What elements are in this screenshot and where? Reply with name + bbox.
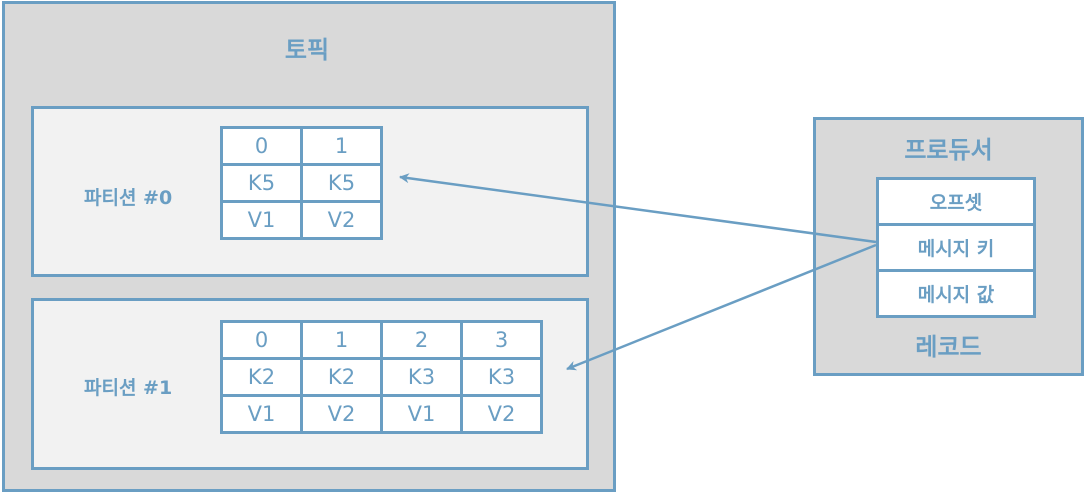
- record-field-offset: 오프셋: [876, 177, 1036, 226]
- partition-1-records: 0 1 2 3 K2 K2 K3 K3 V1 V2 V1 V2: [220, 320, 543, 434]
- key-row: K2 K2 K3 K3: [220, 357, 543, 397]
- key-cell: K5: [300, 163, 383, 203]
- value-cell: V2: [300, 394, 383, 434]
- arrow-to-partition-0: [399, 173, 877, 244]
- offset-cell: 0: [220, 126, 303, 166]
- offset-cell: 1: [300, 320, 383, 360]
- key-row: K5 K5: [220, 163, 383, 203]
- partition-1-label: 파티션 #1: [84, 377, 173, 399]
- key-cell: K3: [380, 357, 463, 397]
- value-cell: V2: [300, 200, 383, 240]
- offset-cell: 0: [220, 320, 303, 360]
- value-cell: V1: [220, 200, 303, 240]
- topic-title: 토픽: [284, 36, 330, 64]
- record-field-key: 메시지 키: [876, 223, 1036, 272]
- value-cell: V1: [380, 394, 463, 434]
- partition-0-records: 0 1 K5 K5 V1 V2: [220, 126, 383, 240]
- producer-title: 프로듀서: [904, 136, 993, 164]
- value-row: V1 V2: [220, 200, 383, 240]
- offset-cell: 2: [380, 320, 463, 360]
- key-cell: K3: [460, 357, 543, 397]
- value-cell: V1: [220, 394, 303, 434]
- record-title: 레코드: [915, 333, 982, 361]
- offset-cell: 3: [460, 320, 543, 360]
- record-field-value: 메시지 값: [876, 269, 1036, 318]
- offset-row: 0 1: [220, 126, 383, 166]
- offset-row: 0 1 2 3: [220, 320, 543, 360]
- key-cell: K2: [300, 357, 383, 397]
- arrow-to-partition-1: [566, 243, 877, 371]
- key-cell: K2: [220, 357, 303, 397]
- partition-0-label: 파티션 #0: [84, 187, 173, 209]
- record-fields: 오프셋 메시지 키 메시지 값: [876, 177, 1036, 318]
- offset-cell: 1: [300, 126, 383, 166]
- value-cell: V2: [460, 394, 543, 434]
- key-cell: K5: [220, 163, 303, 203]
- value-row: V1 V2 V1 V2: [220, 394, 543, 434]
